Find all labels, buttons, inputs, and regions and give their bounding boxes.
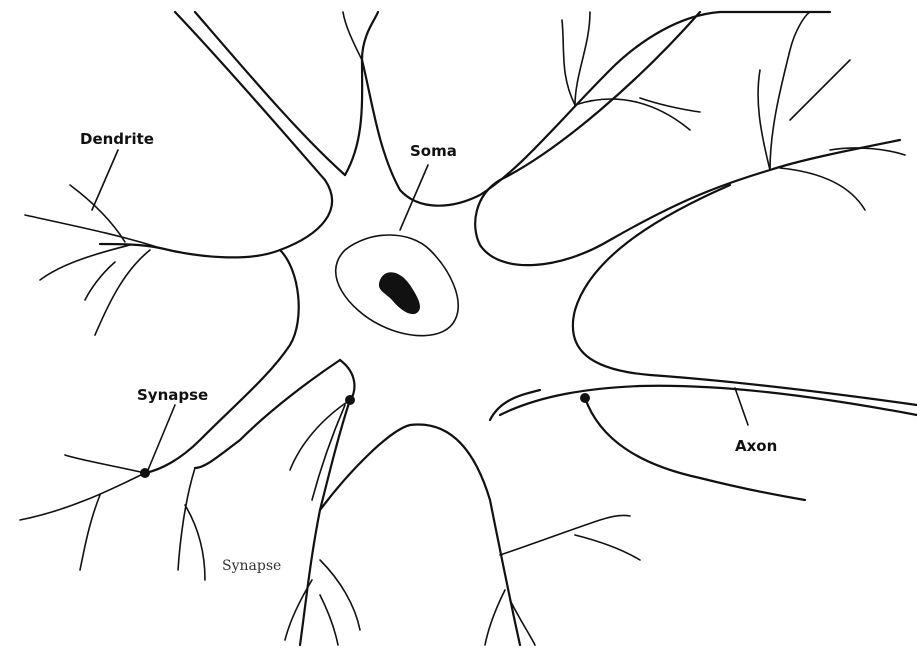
cell-right-lobe-outline [475, 12, 900, 265]
dendrite-label: Dendrite [80, 130, 154, 148]
dendrite-lower-right-twig-1 [500, 515, 630, 555]
soma-label: Soma [410, 142, 457, 160]
dendrite-top-twig [343, 12, 362, 60]
axon-lower-edge [500, 386, 917, 415]
cell-lower-right-edge [490, 390, 540, 420]
dendrite-pointer [92, 150, 118, 210]
axon-label: Axon [735, 437, 777, 455]
soma-nucleus [379, 272, 420, 314]
soma-pointer [400, 165, 428, 230]
dendrite-upper-right-twig-1 [575, 12, 590, 105]
dendrite-synapse-left-2 [20, 473, 145, 520]
dendrite-middle-twig-3 [320, 560, 360, 630]
dendrite-left-2 [70, 185, 125, 242]
dendrite-far-right-twig-3 [790, 60, 850, 120]
dendrite-synapse-left-3 [80, 495, 100, 570]
dendrite-middle-twig-1 [290, 400, 350, 470]
dendrite-left-4 [85, 262, 115, 300]
dendrite-lower-right-twig-2 [575, 535, 640, 560]
dendrite-top-right-edge [362, 12, 830, 206]
cell-lower-left-outline [145, 250, 299, 473]
dendrite-middle-twig-6 [485, 590, 505, 645]
synapse-dot-middle [345, 395, 355, 405]
dendrite-top [345, 12, 378, 175]
dendrite-middle-twig-5 [320, 595, 338, 645]
dendrite-upper-right-twig-4 [640, 98, 700, 112]
dendrite-left-5 [40, 245, 130, 280]
synapse-dot-left [140, 468, 150, 478]
synapse-dot-axon [580, 393, 590, 403]
dendrite-far-right-twig-2 [758, 70, 770, 170]
dendrite-left-1 [25, 215, 160, 248]
axon-pointer [735, 388, 748, 425]
cell-lower-left-inner [195, 360, 340, 468]
dendrite-upper-right-twig-2 [562, 20, 575, 105]
dendrite-synapse-left-5 [185, 505, 205, 580]
axon-upper-edge [573, 185, 917, 405]
dendrite-upper-right-twig-3 [575, 99, 690, 130]
synapse-label-lower: Synapse [222, 558, 281, 574]
dendrite-far-right-twig-1 [770, 12, 810, 170]
cell-middle-lower-right-edge [320, 424, 520, 645]
dendrite-far-right-twig-4 [780, 168, 865, 210]
dendrite-synapse-left-1 [65, 455, 145, 473]
dendrite-left-3 [95, 250, 150, 335]
dendrite-upper-left-branch [195, 12, 345, 175]
synapse-upper-pointer [148, 405, 175, 470]
synapse-label-upper: Synapse [137, 386, 208, 404]
dendrite-middle-twig-7 [510, 600, 535, 645]
